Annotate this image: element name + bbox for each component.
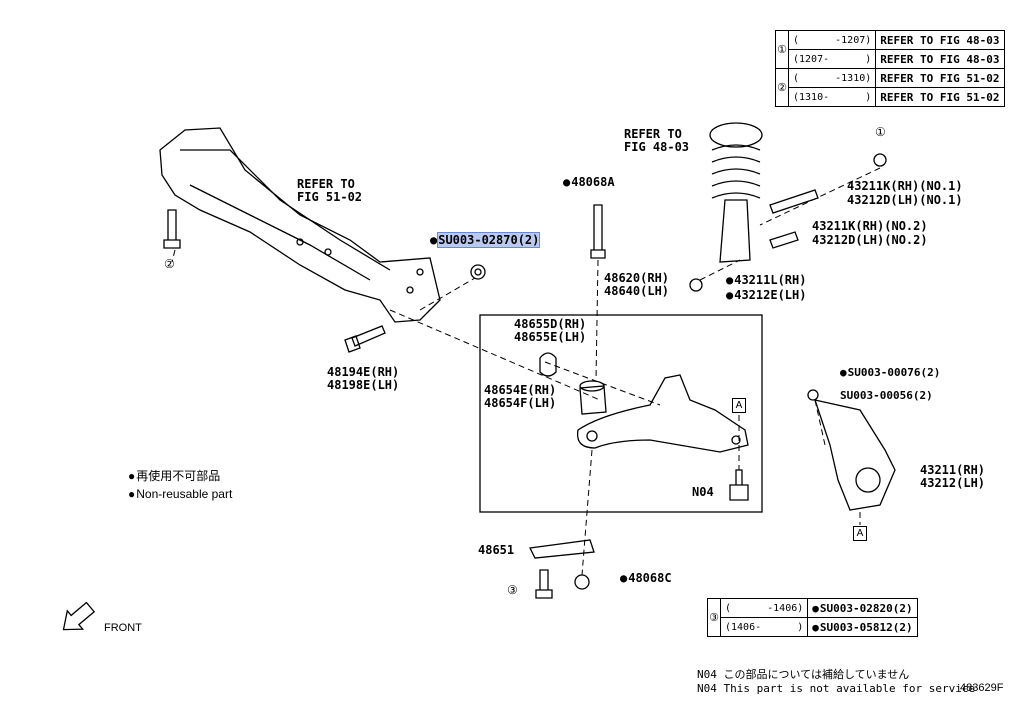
ref-figure: REFER TO FIG 51-02 [875,87,1005,107]
strut-top-mount [709,122,763,148]
part-43211l-label[interactable]: 43211L(RH) [726,274,806,287]
ref-row: (1310- ) REFER TO FIG 51-02 [776,87,1005,107]
part-48068a-label[interactable]: 48068A [563,176,614,189]
part-43212d-no2-label[interactable]: 43212D(LH)(NO.2) [812,233,928,247]
part-n04-label[interactable]: N04 [692,485,714,499]
part-43211k-no1-label[interactable]: 43211K(RH)(NO.1) [847,179,963,193]
ref-range: (1310- ) [787,87,877,107]
ball-joint-n04 [729,469,749,501]
part-48651-label[interactable]: 48651 [478,543,515,557]
footnote-en: N04 This part is not available for servi… [697,682,976,695]
callout-a-arm: A [732,398,746,413]
ref-table-top: ① ( -1207) REFER TO FIG 48-03 (1207- ) R… [775,30,1005,107]
steering-knuckle [814,399,896,511]
ref-row: ① ( -1207) REFER TO FIG 48-03 [775,30,1005,69]
ref-row: ③ ( -1406) SU003-02820(2) [707,598,918,637]
part-48654-label[interactable]: 48654E(RH) 48654F(LH) [484,383,557,410]
legend-jp: 再使用不可部品 [128,470,220,483]
callout-a-knuckle: A [853,526,867,541]
front-label: FRONT [104,622,142,634]
refer-fig51-label: REFER TO FIG 51-02 [297,177,363,204]
ref-row: (1406- ) SU003-05812(2) [708,617,918,637]
part-su003-00076-label[interactable]: SU003-00076(2) [840,366,941,379]
part-48655-label[interactable]: 48655D(RH) 48655E(LH) [514,317,587,344]
ref-marker: ① [775,30,789,69]
ref-table-bottom: ③ ( -1406) SU003-02820(2) (1406- ) SU003… [707,598,918,637]
bracket-48651 [529,539,595,559]
part-su003-02870-link[interactable]: SU003-02870(2) [430,232,541,248]
ref-figure: REFER TO FIG 48-03 [875,49,1005,69]
bushing-48654 [579,385,607,415]
ref-part: SU003-02820(2) [807,598,918,618]
figure-id: 483629F [960,682,1004,694]
ref-marker: ③ [707,598,721,637]
part-43212e-label[interactable]: 43212E(LH) [726,289,806,302]
stud-48068a [590,204,606,259]
part-43211-label[interactable]: 43211(RH) 43212(LH) [920,463,986,490]
part-su003-00056-label[interactable]: SU003-00056(2) [840,389,933,402]
lower-arm [576,374,749,453]
part-43211k-no2-label[interactable]: 43211K(RH)(NO.2) [812,219,928,233]
ref-part: SU003-05812(2) [807,617,918,637]
footnote-jp: N04 この部品については補給していません [697,668,910,681]
bushing-48655 [539,352,557,377]
ref-row: ② ( -1310) REFER TO FIG 51-02 [775,68,1005,107]
front-arrow-shape [62,601,96,631]
legend-en: Non-reusable part [128,488,232,501]
ref-figure: REFER TO FIG 48-03 [875,30,1005,50]
ref-row: (1207- ) REFER TO FIG 48-03 [776,49,1005,69]
bolt-left [163,209,181,249]
ref-range: ( -1310) [787,68,877,88]
strut-spring [711,144,761,199]
ref-range: (1406- ) [719,617,809,637]
nut-crossmember [470,264,486,280]
part-48068c-label[interactable]: 48068C [620,572,671,585]
ref-range: (1207- ) [787,49,877,69]
lower-arm-box [479,314,763,513]
ref-range: ( -1207) [787,30,877,50]
marker-2: ② [164,257,175,271]
part-43212d-no1-label[interactable]: 43212D(LH)(NO.1) [847,193,963,207]
part-48620-label[interactable]: 48620(RH) 48640(LH) [604,271,670,298]
refer-fig48-label: REFER TO FIG 48-03 [624,127,690,154]
bolt-48194e [344,325,386,353]
ref-figure: REFER TO FIG 51-02 [875,68,1005,88]
strut-body [719,199,751,263]
marker-1: ① [875,125,886,139]
part-48194-label[interactable]: 48194E(RH) 48198E(LH) [327,365,400,392]
marker-3: ③ [507,583,518,597]
ref-marker: ② [775,68,789,107]
crossmember-outline [159,127,441,323]
ref-range: ( -1406) [719,598,809,618]
